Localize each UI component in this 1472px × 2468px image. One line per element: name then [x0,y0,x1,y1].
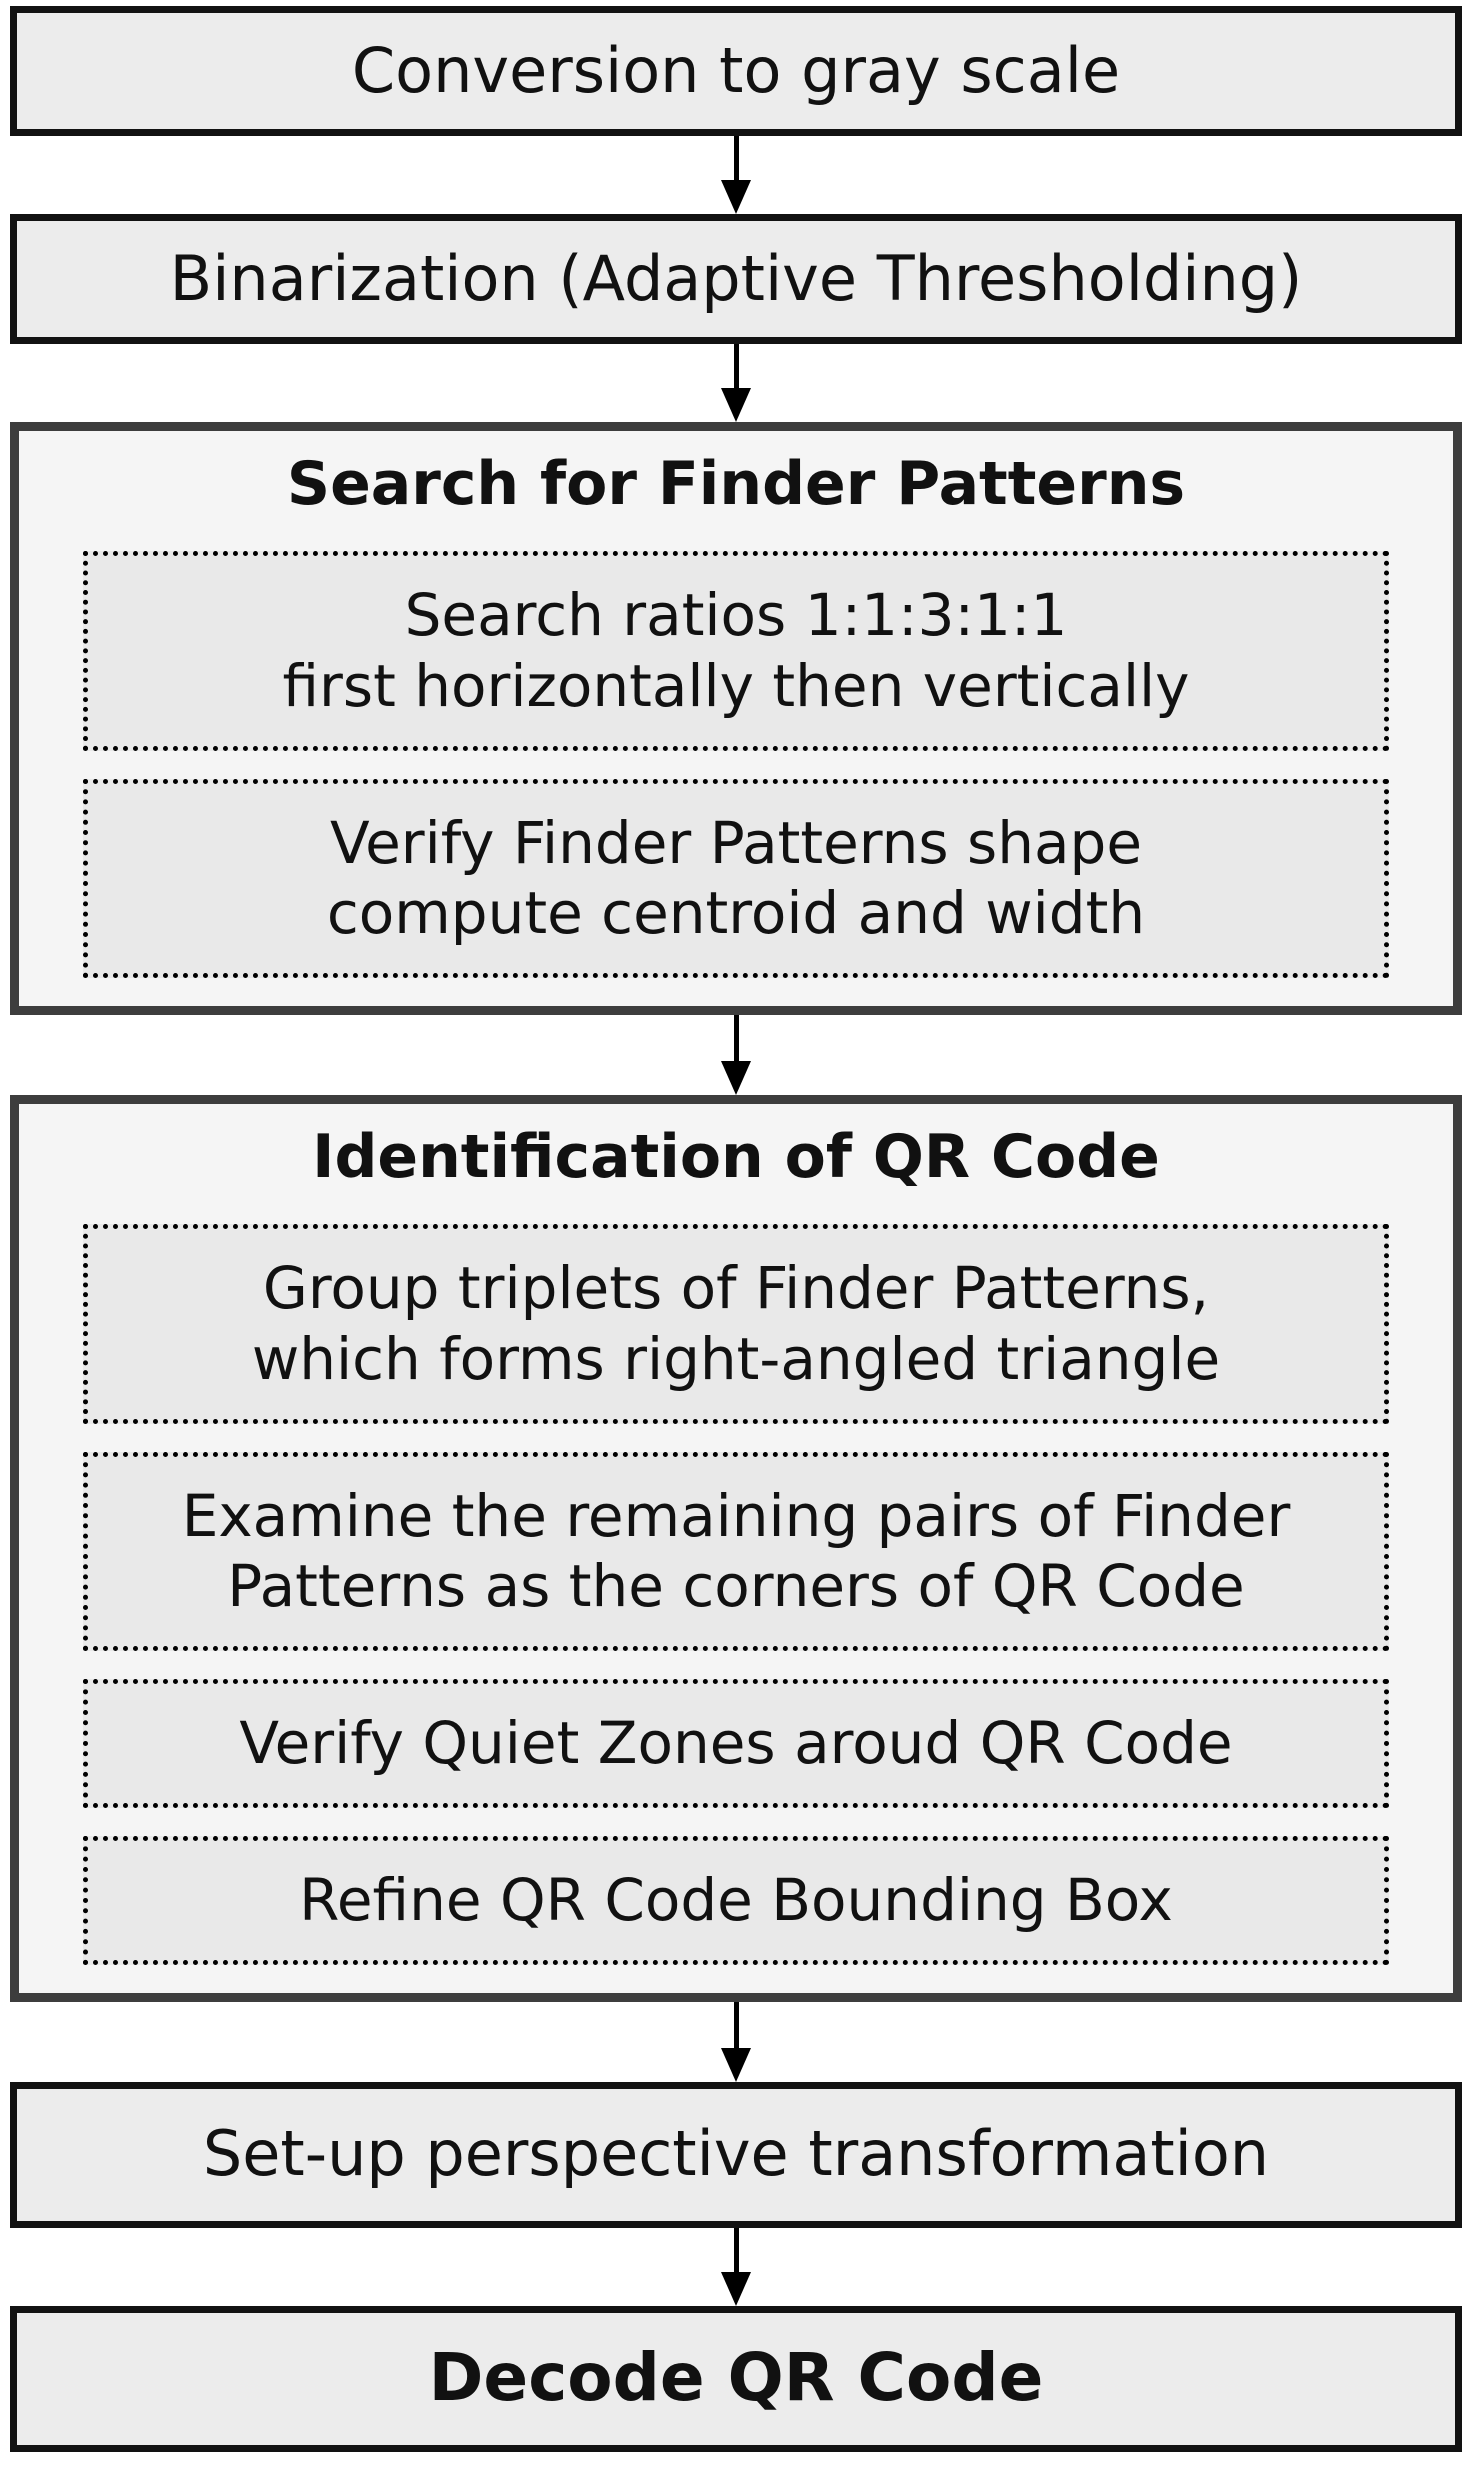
arrow-line [733,2001,739,2048]
step-line: Refine QR Code Bounding Box [299,1865,1173,1934]
group-search-finder-patterns: Search for Finder Patterns Search ratios… [10,422,1462,1015]
step-verify-quiet-zones: Verify Quiet Zones aroud QR Code [83,1679,1389,1808]
group-title-identification-qr-code: Identification of QR Code [312,1122,1160,1192]
step-group-triplets: Group triplets of Finder Patterns, which… [83,1224,1389,1424]
step-line: first horizontally then vertically [282,651,1190,720]
step-examine-remaining-pairs: Examine the remaining pairs of Finder Pa… [83,1451,1389,1651]
node-decode-qr-code: Decode QR Code [10,2305,1462,2452]
step-line: Patterns as the corners of QR Code [227,1552,1245,1621]
group-identification-qr-code: Identification of QR Code Group triplets… [10,1095,1462,2002]
node-setup-perspective-transformation: Set-up perspective transformation [10,2081,1462,2228]
arrow-head-icon [721,2271,751,2306]
arrow-line [733,2227,739,2272]
step-line: compute centroid and width [326,879,1146,948]
step-line: Group triplets of Finder Patterns, [262,1254,1210,1322]
step-line: Examine the remaining pairs of Finder [181,1481,1291,1550]
flow-arrow [10,2227,1462,2306]
step-line: Search ratios 1:1:3:1:1 [404,581,1068,649]
flow-arrow [10,344,1462,422]
node-conversion-grayscale: Conversion to gray scale [10,6,1462,136]
step-line: Verify Finder Patterns shape [329,808,1143,877]
arrow-line [733,136,739,180]
step-verify-finder-shape: Verify Finder Patterns shape compute cen… [83,778,1389,978]
step-refine-bounding-box: Refine QR Code Bounding Box [83,1835,1389,1965]
arrow-line [733,344,739,388]
arrow-head-icon [721,388,751,422]
node-binarization: Binarization (Adaptive Thresholding) [10,214,1462,344]
arrow-line [733,1015,739,1061]
arrow-head-icon [721,180,751,214]
step-search-ratios: Search ratios 1:1:3:1:1 first horizontal… [83,551,1389,751]
step-line: Verify Quiet Zones aroud QR Code [239,1709,1233,1777]
flow-arrow [10,1015,1462,1095]
arrow-head-icon [721,2047,751,2082]
group-title-search-finder-patterns: Search for Finder Patterns [286,449,1186,519]
flow-arrow [10,136,1462,214]
arrow-head-icon [721,1061,751,1095]
flow-arrow [10,2001,1462,2082]
step-line: which forms right-angled triangle [251,1324,1221,1393]
